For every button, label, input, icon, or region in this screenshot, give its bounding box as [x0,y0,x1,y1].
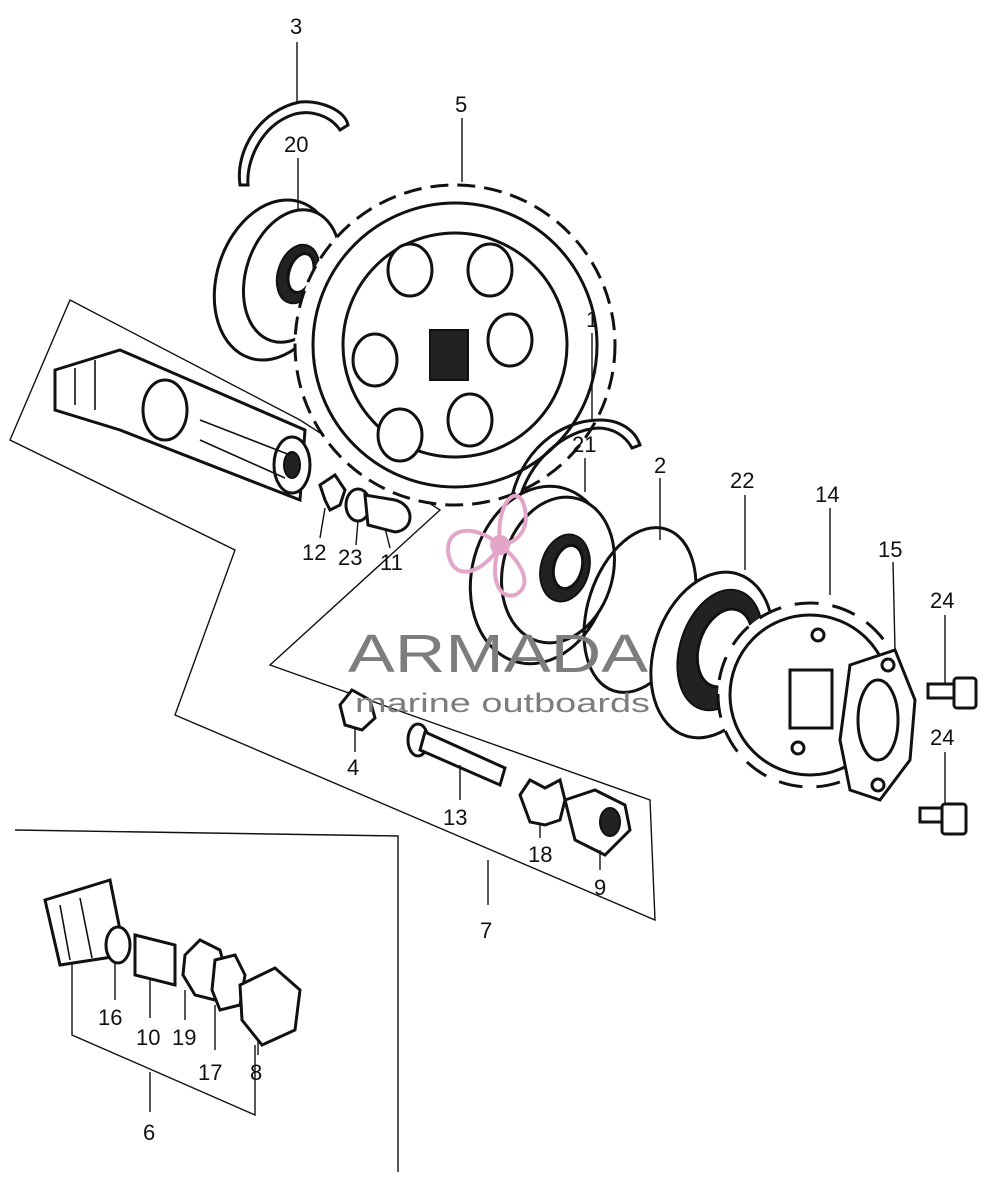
watermark: ARMADA marine outboards [348,493,650,718]
washer-16 [104,925,132,965]
callout-11: 11 [380,550,403,575]
leader-23 [355,519,359,546]
callout-15: 15 [878,537,902,562]
callout-14: 14 [815,482,839,507]
callout-6: 6 [143,1120,155,1145]
bolt-24-upper [926,676,978,710]
callout-10: 10 [136,1025,160,1050]
stud-13 [406,722,507,788]
callout-21: 21 [572,432,596,457]
countershaft [53,348,312,503]
callout-17: 17 [198,1060,222,1085]
washer-12 [318,472,347,513]
callout-3: 3 [290,14,302,39]
bolt-9 [563,788,632,857]
leader-12 [319,507,326,539]
callout-2: 2 [654,453,666,478]
callout-20: 20 [284,132,308,157]
callout-24-lower: 24 [930,725,954,750]
callout-24-upper: 24 [930,588,954,613]
callout-19: 19 [172,1025,196,1050]
callout-4: 4 [347,755,359,780]
assembly-6-bracket [71,960,256,1117]
lock-plate-15 [838,648,917,802]
callout-5: 5 [455,92,467,117]
callout-8: 8 [250,1060,262,1085]
callout-12: 12 [302,540,326,565]
lock-washer-18 [518,777,567,827]
spacer-10 [133,933,177,987]
watermark-brand: ARMADA [348,624,648,684]
callout-13: 13 [443,805,467,830]
callout-9: 9 [594,875,606,900]
armada-logo-icon [446,493,528,598]
callout-22: 22 [730,468,754,493]
pin-11 [363,493,412,534]
callout-16: 16 [98,1005,122,1030]
gear-5 [293,183,617,507]
watermark-tagline: marine outboards [355,688,650,718]
circlip-3 [237,100,350,187]
leader-15 [892,561,896,651]
circlip-1 [508,418,642,507]
nut-4 [338,688,377,732]
bearing-21 [468,484,616,666]
callout-23: 23 [338,545,362,570]
callout-7: 7 [480,918,492,943]
bolt-24-lower [918,802,968,836]
assembly-6-outline [14,829,399,1172]
callout-18: 18 [528,842,552,867]
bolt-8 [238,966,302,1047]
leader-11 [384,527,391,549]
callout-1: 1 [586,307,598,332]
